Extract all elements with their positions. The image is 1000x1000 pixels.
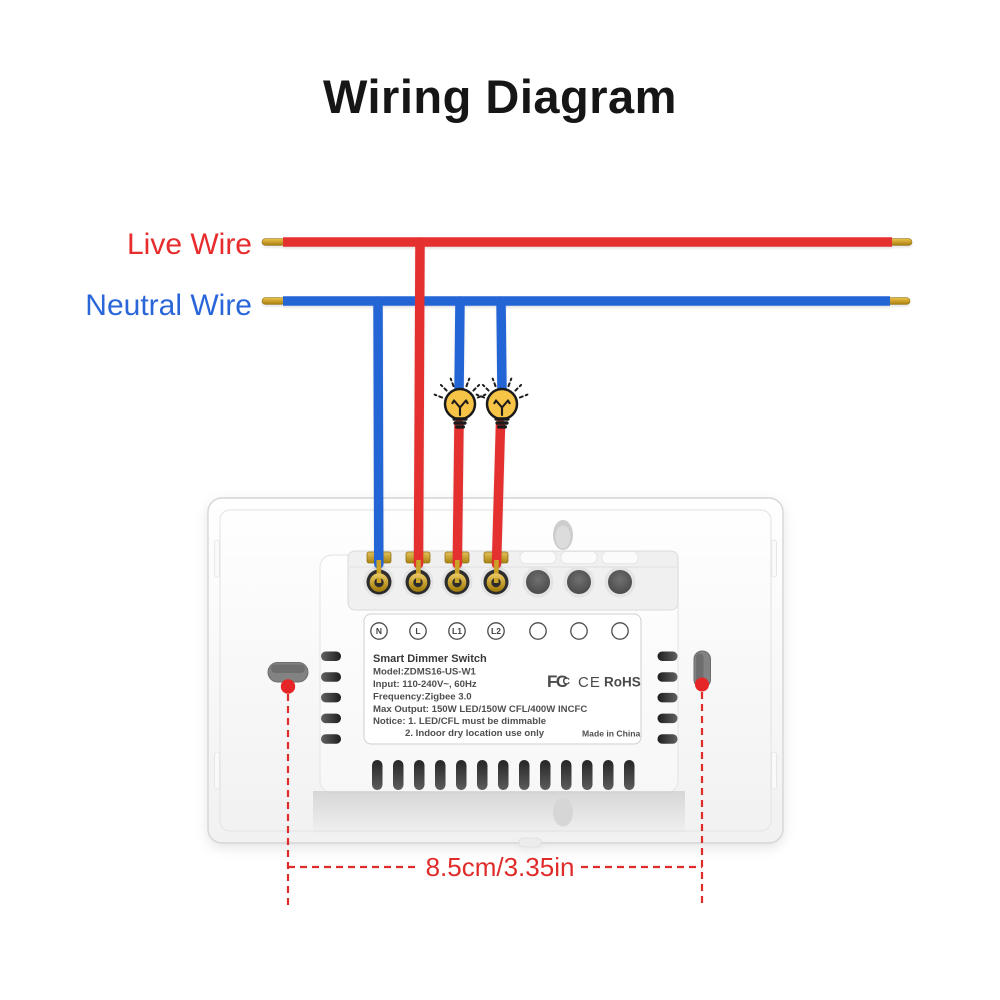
smart-switch-device: N L L1 L2 Smart Dimmer Switch Model:ZDMS… — [207, 497, 784, 848]
product-max-output: Max Output: 150W LED/150W CFL/400W INCFC — [373, 704, 587, 715]
dimension-label: 8.5cm/3.35in — [426, 852, 575, 882]
wire-tip-left-neutral — [261, 297, 286, 305]
certification-marks: FC C CE RoHS — [547, 672, 641, 691]
product-frequency: Frequency:Zigbee 3.0 — [373, 692, 472, 703]
product-notice-2: 2. Indoor dry location use only — [405, 728, 545, 739]
dimension-dot-left — [280, 679, 296, 694]
plate-bottom-tab — [518, 837, 542, 848]
plate-notch — [771, 539, 777, 578]
rohs-icon: RoHS — [604, 675, 641, 690]
wire-tip-right-neutral — [886, 297, 911, 305]
load-wire-bulb1-to-L1 — [452, 419, 464, 569]
bare-conductors — [376, 559, 499, 584]
neutral-drop-to-bulb-2 — [496, 296, 507, 397]
load-wire-bulb2-to-L2 — [491, 419, 506, 569]
terminal-block — [347, 550, 679, 611]
product-notice-1: Notice: 1. LED/CFL must be dimmable — [373, 716, 546, 727]
neutral-wire-label: Neutral Wire — [85, 289, 252, 322]
terminal-label-l: L — [415, 626, 420, 636]
screw-slot-top-inner — [555, 525, 571, 549]
dimension-dot-right — [695, 677, 709, 692]
plate-notch — [771, 751, 777, 790]
printed-terminal-circles — [370, 622, 629, 640]
side-vents-right — [657, 651, 678, 744]
wiring — [261, 237, 913, 592]
terminal-label-n: N — [376, 626, 382, 636]
live-wire-label: Live Wire — [127, 228, 252, 261]
side-vents-left — [321, 651, 341, 744]
page-title: Wiring Diagram — [323, 70, 677, 123]
dimension-lines — [286, 692, 704, 908]
product-label: N L L1 L2 Smart Dimmer Switch Model:ZDMS… — [363, 613, 642, 745]
dimension-annotation: 8.5cm/3.35in — [280, 677, 709, 908]
product-name: Smart Dimmer Switch — [373, 653, 487, 665]
terminal-screws — [369, 573, 506, 592]
wire-tip-right-live — [888, 238, 913, 246]
fcc-inner-icon: C — [563, 676, 571, 688]
live-drop-to-L — [413, 237, 425, 569]
product-input: Input: 110-240V~, 60Hz — [373, 679, 477, 690]
plate-notch — [214, 539, 220, 578]
fcc-icon: FC — [547, 672, 568, 691]
wire-tip-left-live — [261, 238, 286, 246]
terminal-holes-empty — [526, 570, 632, 594]
made-in-label: Made in China — [582, 729, 640, 739]
plate-notch — [214, 751, 220, 790]
module-shadow — [313, 791, 685, 836]
neutral-drop-to-bulb-1 — [454, 296, 465, 397]
terminal-label-l2: L2 — [491, 626, 501, 636]
product-model: Model:ZDMS16-US-W1 — [373, 667, 477, 678]
ce-icon: CE — [578, 674, 601, 691]
terminal-label-l1: L1 — [452, 626, 462, 636]
mounting-hole-left — [267, 662, 309, 683]
screw-slot-bottom — [553, 797, 573, 827]
neutral-drop-to-N — [373, 296, 384, 569]
